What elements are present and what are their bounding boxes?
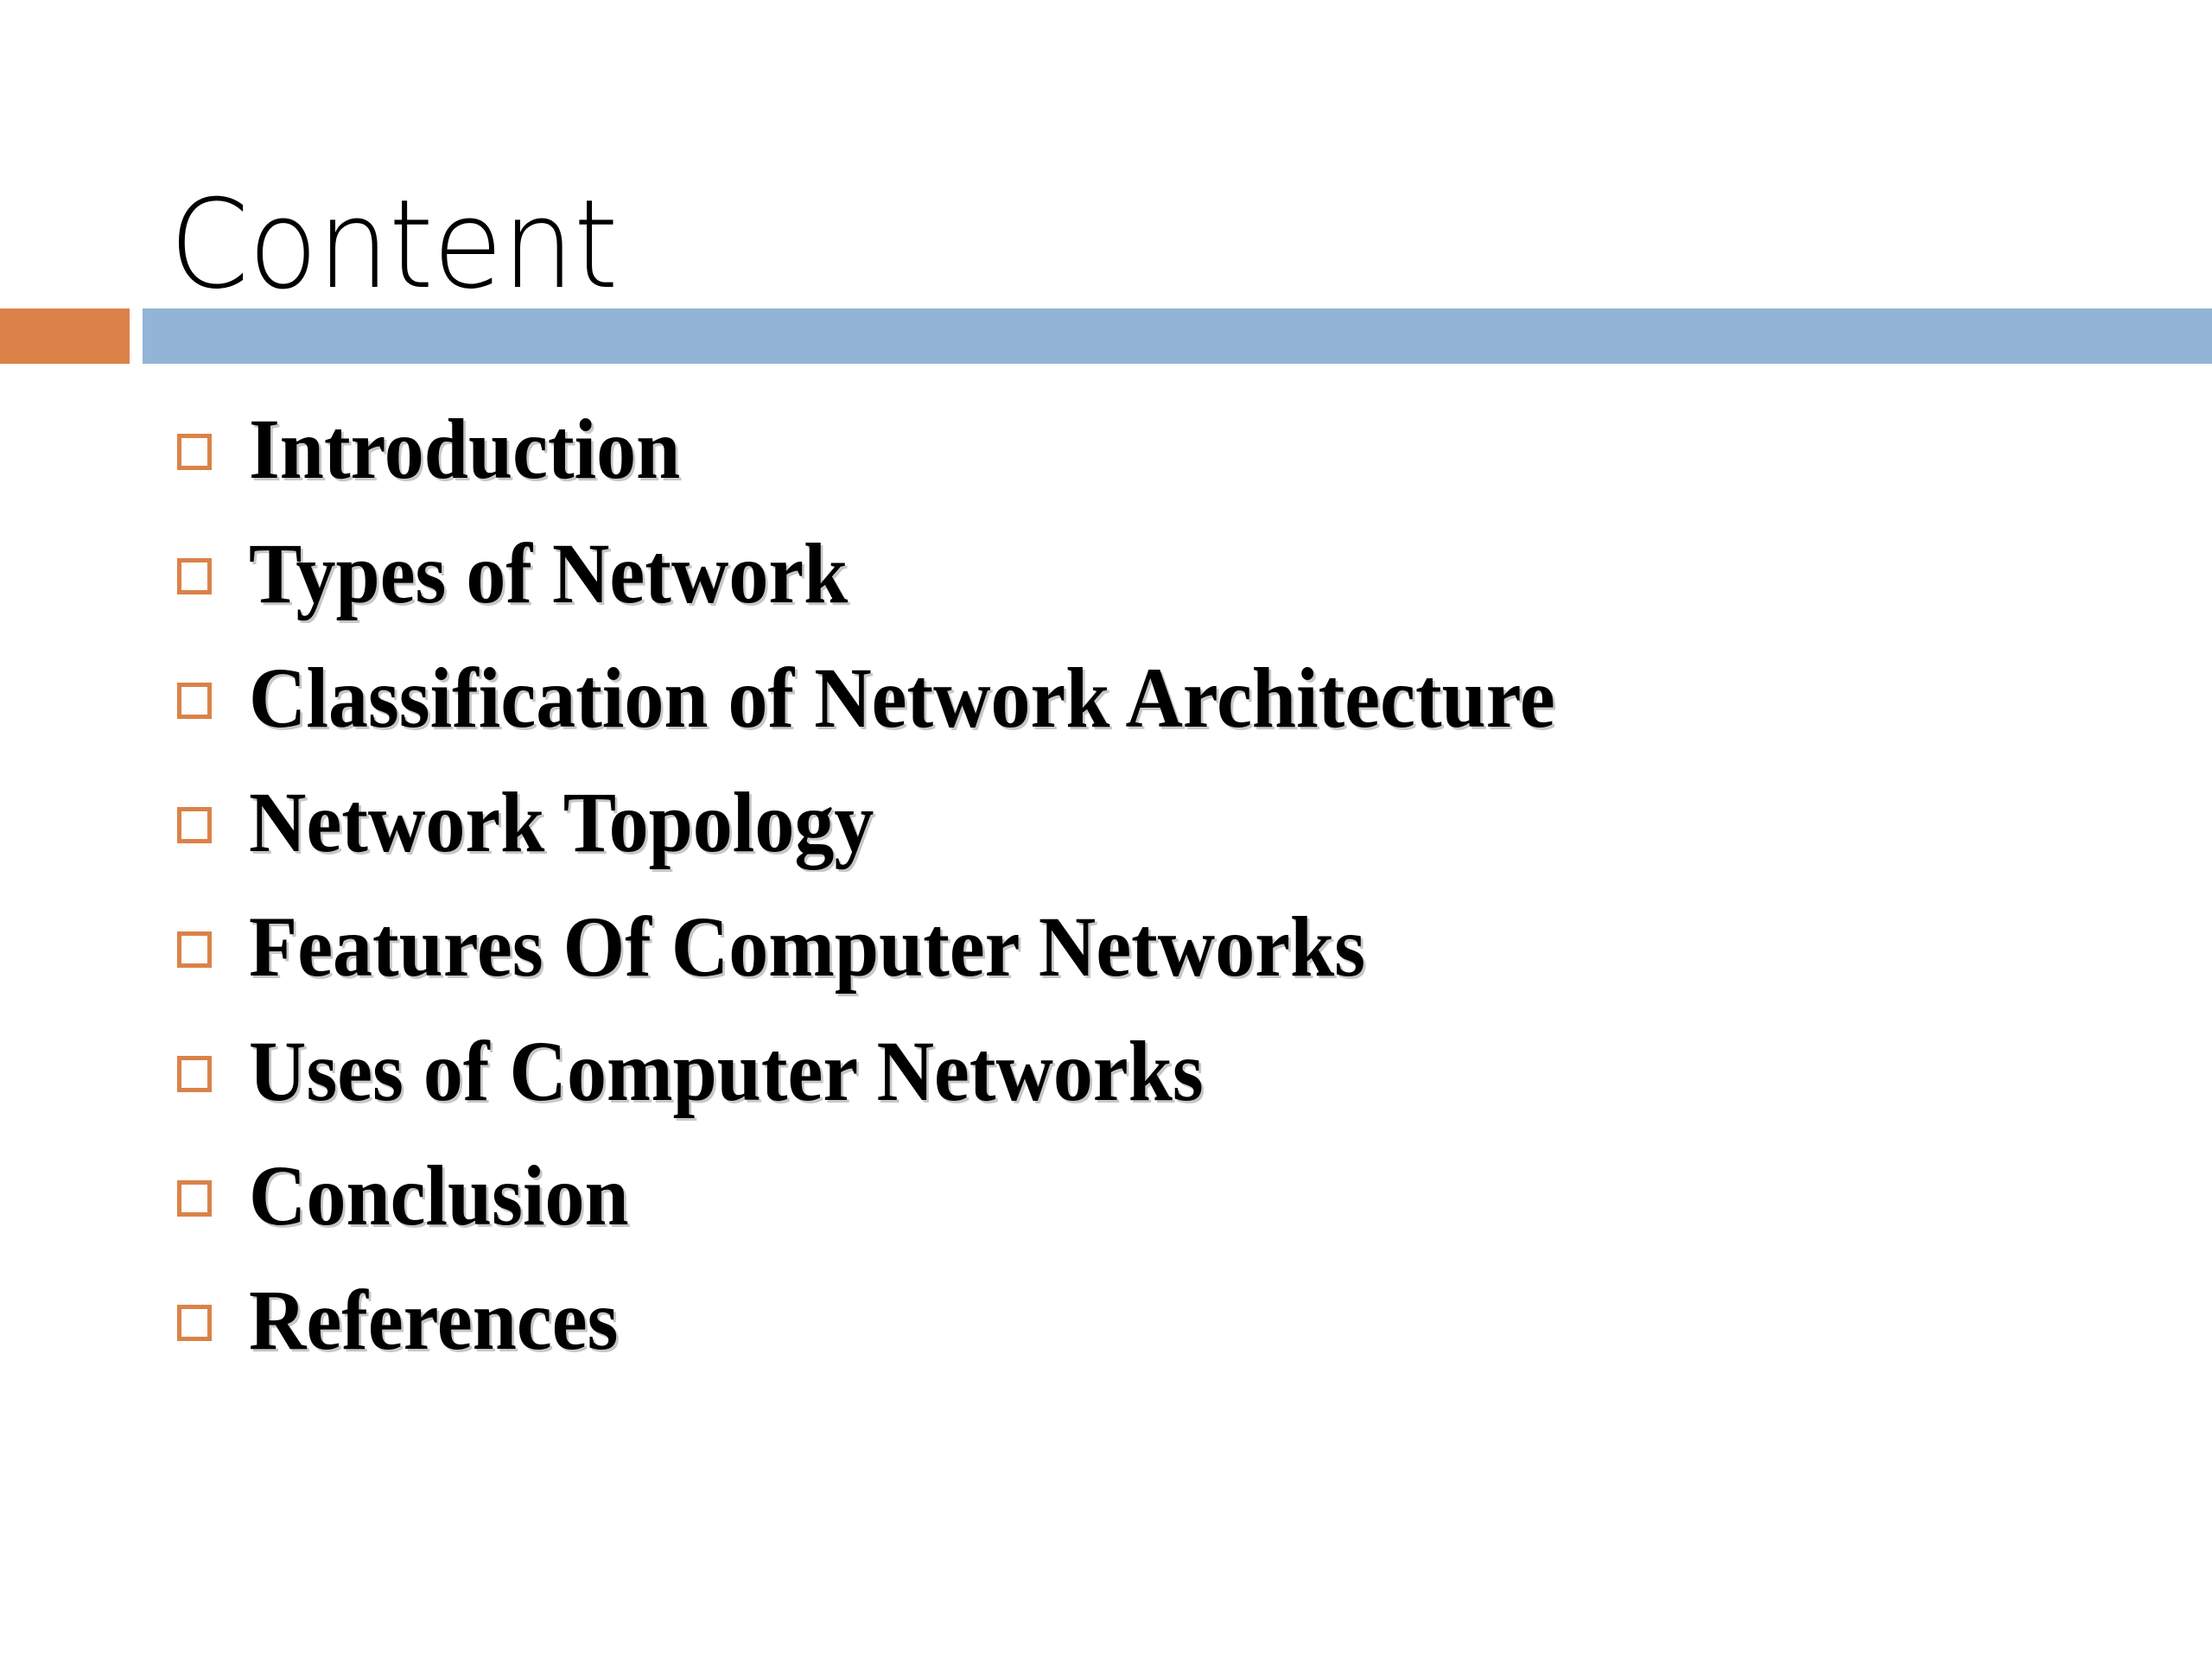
list-item[interactable]: References — [0, 1277, 2212, 1402]
square-bullet-icon — [177, 1305, 212, 1341]
list-item[interactable]: Classification of Network Architecture — [0, 655, 2212, 779]
list-item-label: Types of Network — [249, 525, 849, 621]
list-item[interactable]: Uses of Computer Networks — [0, 1028, 2212, 1153]
list-item-label: References — [249, 1272, 619, 1368]
divider-band — [143, 308, 2212, 364]
list-item-label: Uses of Computer Networks — [249, 1023, 1204, 1119]
list-item-label: Classification of Network Architecture — [249, 650, 1555, 746]
square-bullet-icon — [177, 434, 212, 470]
list-item[interactable]: Network Topology — [0, 779, 2212, 904]
square-bullet-icon — [177, 931, 212, 968]
divider-accent-block — [0, 308, 130, 364]
square-bullet-icon — [177, 807, 212, 843]
square-bullet-icon — [177, 1056, 212, 1092]
content-bullet-list: Introduction Types of Network Classifica… — [0, 406, 2212, 1402]
list-item-label: Features Of Computer Networks — [249, 899, 1366, 995]
page-title: Content — [169, 174, 619, 317]
square-bullet-icon — [177, 558, 212, 594]
list-item[interactable]: Features Of Computer Networks — [0, 904, 2212, 1028]
list-item-label: Network Topology — [249, 774, 874, 870]
title-divider — [0, 308, 2212, 364]
list-item[interactable]: Introduction — [0, 406, 2212, 531]
square-bullet-icon — [177, 683, 212, 719]
square-bullet-icon — [177, 1180, 212, 1217]
list-item-label: Conclusion — [249, 1147, 629, 1243]
list-item[interactable]: Conclusion — [0, 1153, 2212, 1277]
list-item[interactable]: Types of Network — [0, 531, 2212, 655]
list-item-label: Introduction — [249, 401, 681, 497]
